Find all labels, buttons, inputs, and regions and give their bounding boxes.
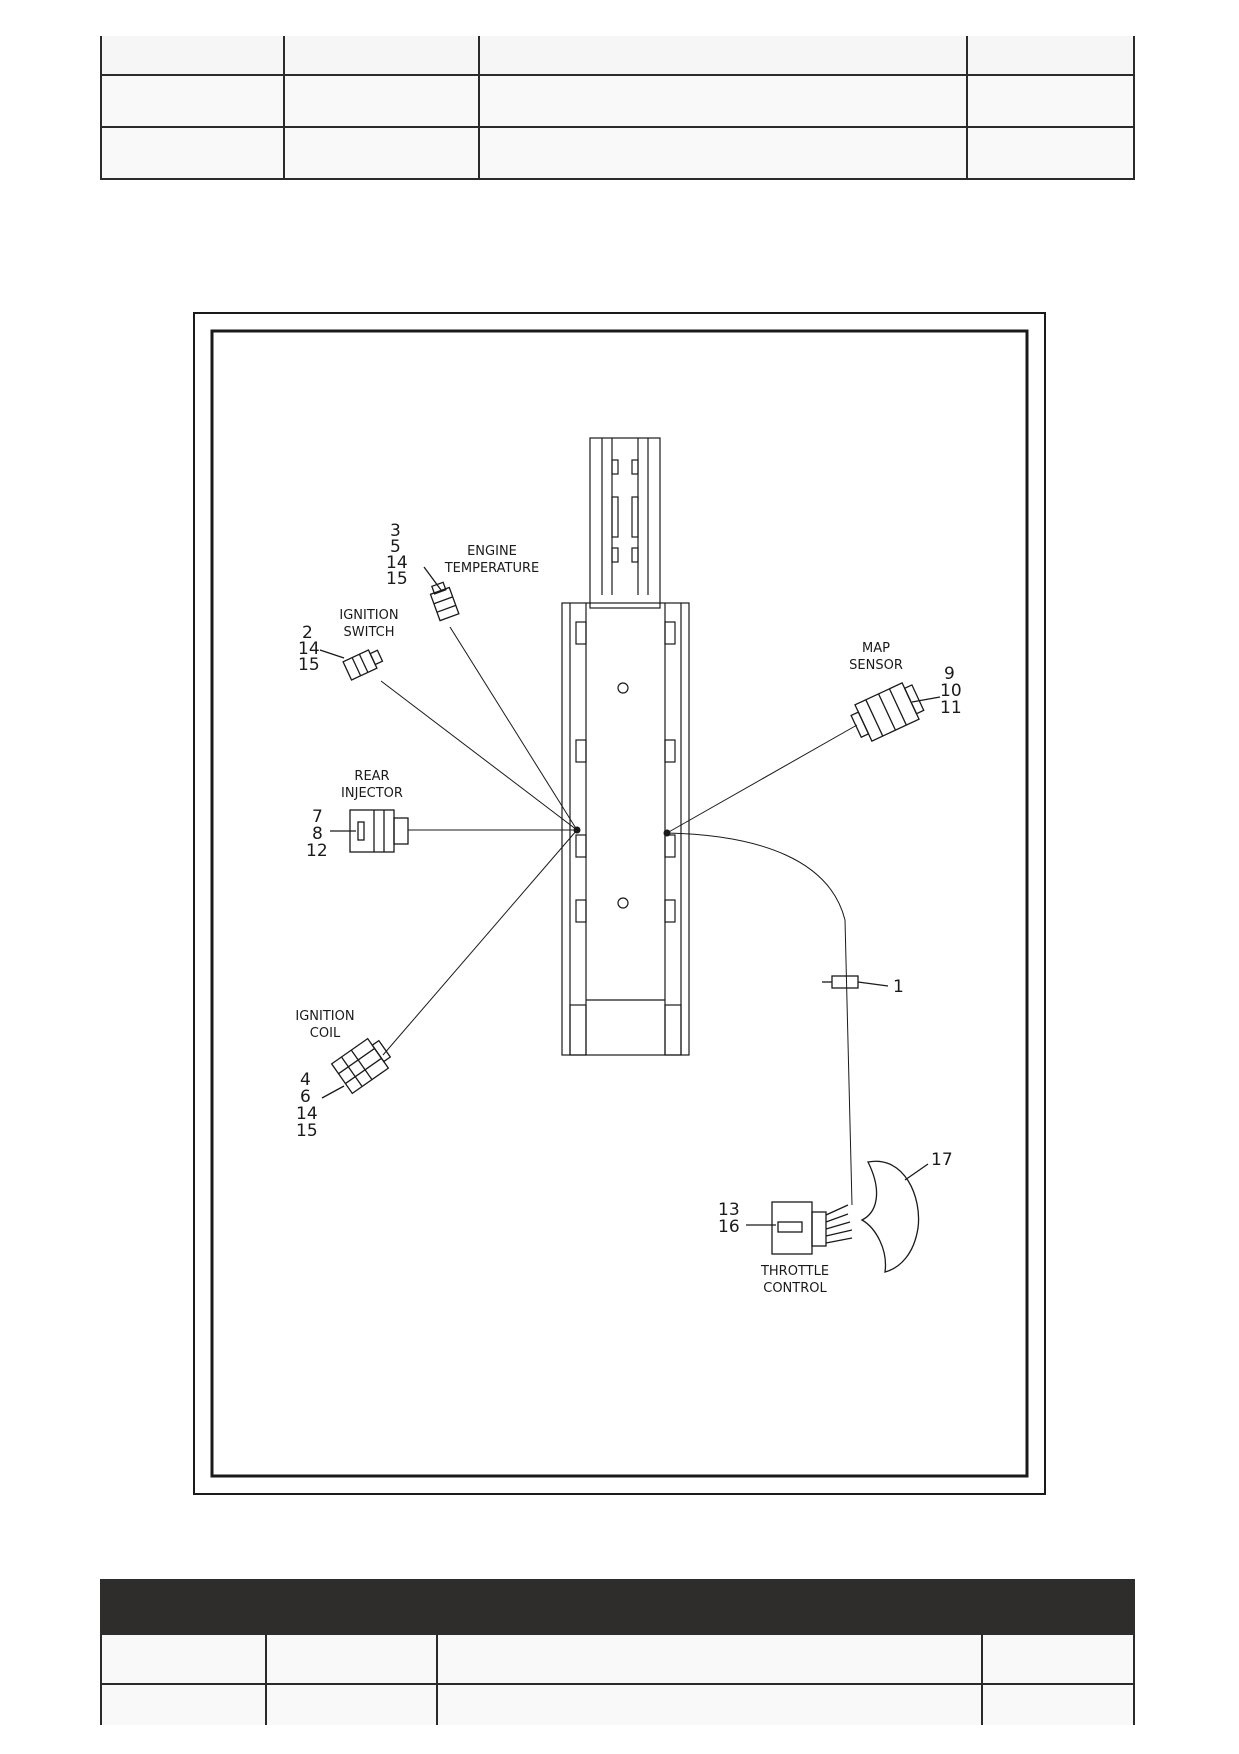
- throttle-cover: [860, 1160, 929, 1273]
- rear-injector-label-line1: REAR: [354, 769, 389, 784]
- ignition-switch-callouts: 2 14 15: [298, 623, 320, 675]
- callout-number: 14: [386, 553, 408, 573]
- engine-temperature-callouts: 3 5 14 15: [386, 521, 408, 589]
- throttle-control-connector: [746, 1201, 853, 1255]
- callout-number: 2: [302, 623, 313, 643]
- map-sensor-label-line2: SENSOR: [849, 658, 903, 673]
- ignition-coil-label-line1: IGNITION: [295, 1009, 354, 1024]
- callout-number: 9: [944, 664, 955, 684]
- callout-number: 10: [940, 681, 962, 701]
- callout-number: 14: [296, 1104, 318, 1124]
- harness-clip: [822, 975, 889, 989]
- callout-number: 11: [940, 698, 962, 718]
- table-row: [100, 1633, 1135, 1685]
- ignition-switch-label-line1: IGNITION: [339, 608, 398, 623]
- table-header-row: [100, 1579, 1135, 1635]
- table-row: [100, 1683, 1135, 1725]
- ignition-coil-label-line2: COIL: [310, 1026, 341, 1041]
- callout-number: 4: [300, 1070, 311, 1090]
- rear-injector-callouts: 7 8 12: [306, 807, 328, 861]
- callout-number: 8: [312, 824, 323, 844]
- inner-frame: [210, 329, 1029, 1478]
- engine-temperature-label-line1: ENGINE: [467, 544, 517, 559]
- callout-number: 15: [386, 569, 408, 589]
- ignition-coil-connector: [321, 1037, 392, 1099]
- junction-left: [573, 826, 581, 834]
- callout-number: 5: [390, 537, 401, 557]
- throttle-control-label-line2: CONTROL: [763, 1281, 827, 1296]
- table-row: [100, 36, 1135, 76]
- rear-injector-connector: [330, 809, 409, 853]
- ignition-coil-callouts: 4 6 14 15: [296, 1070, 318, 1141]
- ignition-switch-label-line2: SWITCH: [344, 625, 395, 640]
- chassis-bracket: [561, 437, 690, 1056]
- callout-number: 15: [296, 1121, 318, 1141]
- callout-number: 12: [306, 841, 328, 861]
- callout-number: 16: [718, 1217, 740, 1237]
- callout-number: 15: [298, 655, 320, 675]
- rear-injector-label-line2: INJECTOR: [341, 786, 403, 801]
- cover-callout: 17: [931, 1150, 953, 1170]
- callout-number: 3: [390, 521, 401, 541]
- outer-frame: [193, 312, 1046, 1495]
- callout-number: 7: [312, 807, 323, 827]
- throttle-control-callouts: 13 16: [718, 1200, 740, 1237]
- ignition-switch-connector: [319, 649, 384, 681]
- bottom-parts-table: [100, 1579, 1135, 1725]
- table-row: [100, 75, 1135, 128]
- map-sensor-connector: [850, 682, 941, 742]
- engine-temperature-connector: [423, 566, 460, 622]
- junction-right: [663, 829, 671, 837]
- table-row: [100, 127, 1135, 180]
- map-sensor-label-line1: MAP: [862, 641, 890, 656]
- callout-number: 13: [718, 1200, 740, 1220]
- callout-number: 6: [300, 1087, 311, 1107]
- wires: [380, 626, 858, 1206]
- map-sensor-callouts: 9 10 11: [940, 664, 962, 718]
- engine-temperature-label-line2: TEMPERATURE: [444, 561, 540, 576]
- callout-number: 14: [298, 639, 320, 659]
- top-parts-table: [100, 36, 1135, 180]
- throttle-control-label-line1: THROTTLE: [760, 1264, 829, 1279]
- clip-callout: 1: [893, 977, 904, 997]
